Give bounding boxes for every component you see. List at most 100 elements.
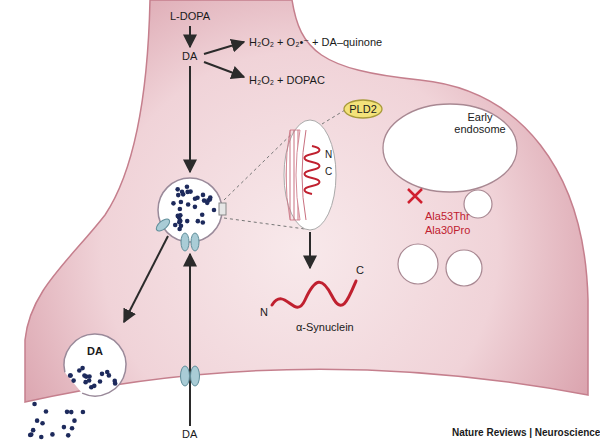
dopamine-dot — [69, 410, 74, 415]
zoom-line — [322, 110, 345, 124]
vmat-transporter — [191, 233, 199, 251]
reuptake-arrow — [189, 254, 191, 426]
dopamine-dot — [44, 409, 49, 414]
synthesis-arrow — [189, 26, 191, 47]
dopamine-dot — [72, 418, 77, 423]
dopamine-dot — [176, 193, 181, 198]
dopamine-dot — [186, 202, 191, 207]
dopamine-dot — [200, 212, 205, 217]
node-outline — [63, 333, 127, 397]
dopamine-dot — [113, 381, 118, 386]
blocked-mark — [408, 189, 422, 203]
alpha-synuclein-chain — [272, 281, 356, 307]
dopamine-dot — [87, 378, 92, 383]
dopamine-dot — [80, 366, 85, 371]
release-arrow — [309, 232, 311, 268]
dopamine-dot — [181, 192, 186, 197]
dat-transporter — [181, 366, 190, 386]
oxidation-arrow — [204, 42, 244, 54]
alpha-helix — [305, 146, 320, 194]
mutation-label: Ala53Thr — [425, 210, 470, 223]
endosome-compartment: Early endosome — [382, 103, 518, 193]
node-label: PLD2 — [343, 103, 383, 115]
dopamine-dot — [77, 368, 82, 373]
dopamine-label: DA — [182, 428, 197, 441]
mutation-label: Ala30Pro — [425, 224, 470, 237]
dopamine-dot — [175, 187, 180, 192]
dopamine-dot — [92, 384, 97, 389]
enzyme-oval: PLD2 — [343, 99, 383, 119]
synaptic-vesicle — [158, 178, 222, 242]
node-shape — [383, 104, 517, 192]
node-shape — [64, 334, 126, 396]
dopamine-dot — [66, 433, 71, 438]
dopamine-dot — [84, 374, 89, 379]
dopamine-dot — [100, 372, 105, 377]
dopamine-dot — [87, 374, 92, 379]
product-label: H₂O₂ + DOPAC — [249, 74, 325, 87]
released-dopamine — [28, 366, 118, 439]
dopamine-dot — [32, 402, 37, 407]
dopamine-dot — [193, 205, 198, 210]
dopamine-dot — [62, 425, 67, 430]
dopamine-dot — [171, 201, 176, 206]
dopamine-dot — [98, 379, 103, 384]
dopamine-dot — [178, 207, 183, 212]
transport-vesicle — [398, 244, 438, 284]
lipid-bilayer — [286, 130, 300, 220]
dopamine-dot — [31, 428, 36, 433]
uptake-arrow — [189, 66, 191, 172]
node-shape — [344, 100, 382, 118]
dopamine-dot — [195, 195, 200, 200]
dopamine-dot — [202, 198, 207, 203]
vesicle-protein — [219, 203, 226, 215]
dopamine-dot — [39, 435, 44, 440]
dopamine-dot — [173, 223, 178, 228]
product-label: H₂O₂ + O₂•⁻ + DA–quinone — [249, 36, 382, 49]
dopamine-dot — [208, 195, 213, 200]
precursor-label: L-DOPA — [170, 10, 210, 23]
membrane-inset — [284, 120, 336, 230]
node-label: DA — [77, 345, 113, 357]
dopamine-dot — [201, 220, 206, 225]
dopamine-dot — [179, 200, 184, 205]
dopamine-dot — [185, 184, 190, 189]
dopamine-dot — [65, 410, 70, 415]
dopamine-dot — [107, 373, 112, 378]
vmat-transporter — [181, 233, 189, 251]
dopamine-dot — [185, 219, 190, 224]
dopamine-dot — [188, 189, 193, 194]
terminus-label: C — [356, 264, 364, 277]
dopamine-dot — [68, 373, 73, 378]
dopamine-dot — [68, 373, 73, 378]
protein-label: α-Synuclein — [296, 321, 354, 334]
dopamine-dot — [196, 219, 201, 224]
journal-credit: Nature Reviews | Neuroscience — [452, 426, 600, 439]
dopamine-dot — [82, 373, 87, 378]
dopamine-dot — [201, 193, 206, 198]
terminus-label: N — [325, 148, 332, 161]
dopamine-dot — [105, 370, 110, 375]
dopamine-dot — [81, 410, 86, 415]
dopamine-dot — [29, 432, 34, 437]
dopamine-dots — [171, 184, 216, 231]
vmat-transporter — [154, 217, 171, 233]
dopamine-dot — [70, 426, 75, 431]
dat-transporter — [191, 366, 200, 386]
dopamine-dot — [177, 215, 182, 220]
metabolism-arrow — [204, 62, 244, 77]
dopamine-dot — [112, 379, 117, 384]
dopamine-dot — [50, 432, 55, 437]
terminus-label: N — [260, 306, 268, 319]
dopamine-dot — [212, 208, 217, 213]
dopamine-dot — [71, 378, 76, 383]
dopamine-dot — [179, 224, 184, 229]
dopamine-dot — [40, 421, 45, 426]
fusing-vesicle: DA — [63, 333, 127, 397]
dopamine-dot — [28, 433, 33, 438]
dopamine-dot — [83, 380, 88, 385]
node-label: Early endosome — [452, 111, 508, 135]
exocytosis-arrow — [124, 236, 168, 322]
